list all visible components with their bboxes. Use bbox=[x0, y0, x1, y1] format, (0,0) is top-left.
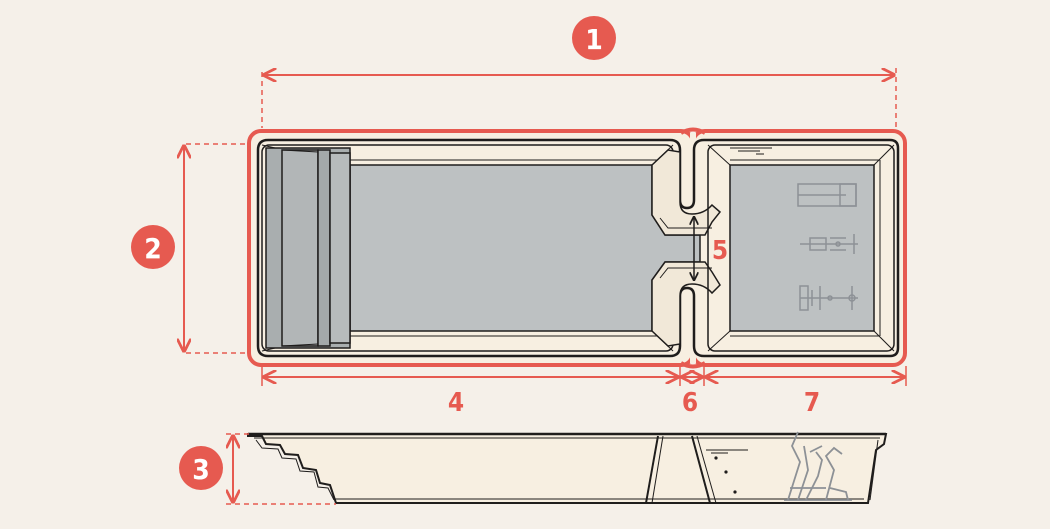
badge-circle-icon bbox=[572, 16, 616, 60]
badge-3-number: 3 bbox=[192, 453, 210, 486]
dimension-label-4: 4 bbox=[448, 388, 464, 418]
dimension-overall-width bbox=[184, 143, 252, 354]
dimension-label-5: 5 bbox=[712, 236, 728, 266]
entry-steps bbox=[265, 147, 351, 349]
dimension-divider-width: 6 bbox=[682, 366, 705, 418]
badge-3: 3 bbox=[179, 446, 223, 490]
badge-2-number: 2 bbox=[144, 232, 162, 265]
dimension-main-pool-length: 4 bbox=[261, 366, 681, 418]
dimension-label-6: 6 bbox=[682, 388, 698, 418]
spa-body bbox=[707, 144, 895, 352]
dimension-overall-length bbox=[261, 68, 897, 128]
badge-circle-icon bbox=[179, 446, 223, 490]
exercise-bike-icon bbox=[799, 285, 858, 311]
dimension-depth bbox=[226, 433, 336, 505]
lounger-icon bbox=[797, 183, 857, 207]
dimension-spa-gap: 5 bbox=[694, 217, 728, 280]
dimension-label-7: 7 bbox=[804, 388, 820, 418]
badge-2: 2 bbox=[131, 225, 175, 269]
badge-1-number: 1 bbox=[585, 23, 603, 56]
pool-plan-view bbox=[247, 127, 907, 369]
badge-1: 1 bbox=[572, 16, 616, 60]
dimension-spa-length: 7 bbox=[706, 366, 907, 418]
badge-circle-icon bbox=[131, 225, 175, 269]
rowing-machine-icon bbox=[800, 234, 858, 254]
equipment-side-view-icon bbox=[784, 431, 852, 501]
pool-side-profile bbox=[247, 432, 888, 504]
